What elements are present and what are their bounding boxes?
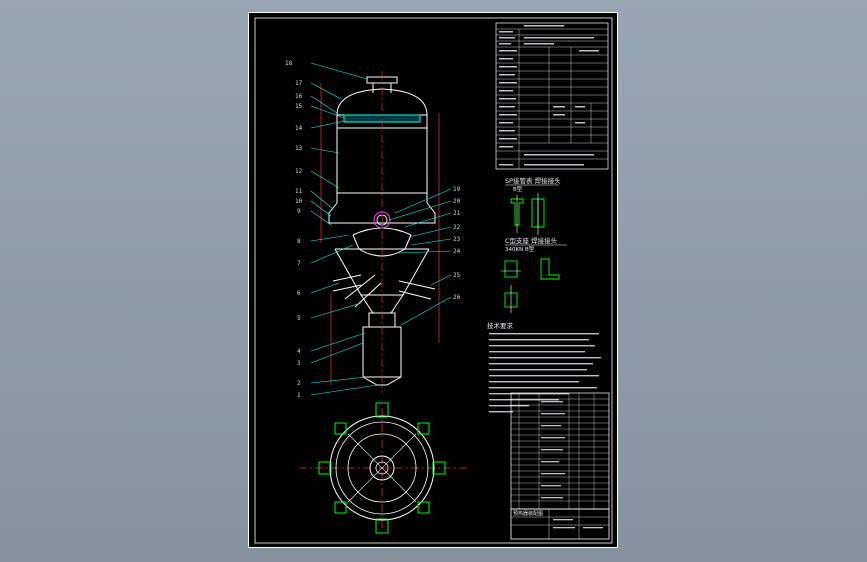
leaders-left <box>310 62 378 396</box>
callout-10: 10 <box>295 198 303 205</box>
sp-detail-title: SP接管表 焊接接头 <box>505 176 561 185</box>
callout-24: 24 <box>453 248 461 255</box>
callout-14: 14 <box>295 125 303 132</box>
leaders-right <box>388 188 452 326</box>
callout-19: 19 <box>453 186 461 193</box>
support-detail-subtitle: 340KN B型 <box>505 245 535 253</box>
callout-25: 25 <box>453 272 461 279</box>
design-data-table <box>495 22 609 170</box>
callout-3: 3 <box>297 360 301 367</box>
callout-2: 2 <box>297 380 301 387</box>
notes-title: 技术要求 <box>487 321 514 330</box>
callout-1: 1 <box>297 392 301 399</box>
callout-5: 5 <box>297 315 301 322</box>
callout-12: 12 <box>295 168 303 175</box>
sp-nozzle-detail: SP接管表 焊接接头 B型 <box>505 176 561 235</box>
callout-20: 20 <box>453 198 461 205</box>
callout-21: 21 <box>453 210 461 217</box>
drawing-sheet: 18 17 16 15 14 13 12 11 10 9 8 7 6 5 4 3… <box>248 12 618 548</box>
centerlines <box>299 71 469 528</box>
callout-9: 9 <box>297 208 301 215</box>
plan-view <box>318 402 446 534</box>
callout-7: 7 <box>297 260 301 267</box>
support-detail-title: C型支座 焊接接头 <box>505 236 558 245</box>
cad-drawing: 18 17 16 15 14 13 12 11 10 9 8 7 6 5 4 3… <box>254 17 613 544</box>
parts-list <box>510 392 610 510</box>
callout-6: 6 <box>297 290 301 297</box>
callout-23: 23 <box>453 236 461 243</box>
callouts-left: 18 17 16 15 14 13 12 11 10 9 8 7 6 5 4 3… <box>285 60 303 399</box>
sp-detail-subtitle: B型 <box>513 185 523 193</box>
callout-8: 8 <box>297 238 301 245</box>
callout-16: 16 <box>295 93 303 100</box>
technical-notes: 技术要求 <box>487 321 601 413</box>
callout-4: 4 <box>297 348 301 355</box>
callout-18: 18 <box>285 60 293 67</box>
support-weld-detail: C型支座 焊接接头 340KN B型 <box>501 236 567 313</box>
callouts-right: 19 20 21 22 23 24 25 26 <box>453 186 461 301</box>
callout-22: 22 <box>453 224 461 231</box>
callout-17: 17 <box>295 80 303 87</box>
drawing-name: 预热器装配图 <box>513 510 543 517</box>
callout-15: 15 <box>295 103 303 110</box>
callout-13: 13 <box>295 145 303 152</box>
inner-frame <box>254 17 613 544</box>
title-block: 预热器装配图 <box>510 508 610 540</box>
callout-26: 26 <box>453 294 461 301</box>
callout-11: 11 <box>295 188 303 195</box>
